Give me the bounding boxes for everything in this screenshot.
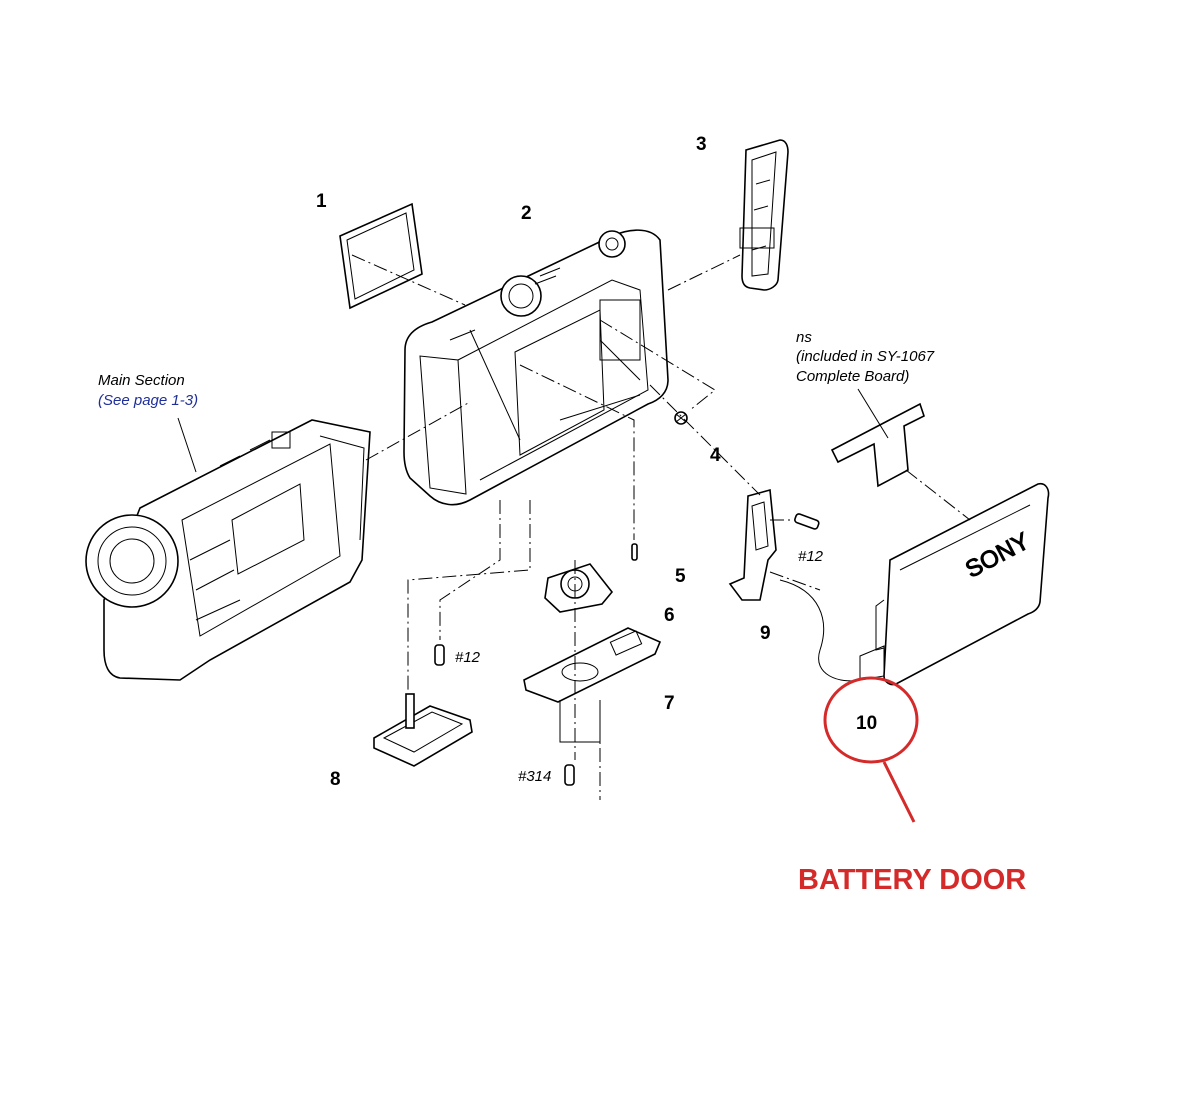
label-screw-12-left: #12 [455, 649, 481, 666]
battery-door-callout-pointer [882, 761, 916, 823]
board-shield-ns [830, 402, 925, 488]
board-note-line1: ns [796, 329, 812, 346]
main-section-ref: (See page 1-3) [98, 392, 198, 409]
label-screw-12-right: #12 [798, 548, 824, 565]
part-6-mount [544, 563, 614, 613]
part-8-lower-block [373, 693, 473, 767]
label-screw-314: #314 [518, 768, 551, 785]
part-10-battery-door [859, 482, 1050, 686]
label-part-10: 10 [856, 713, 877, 734]
screw-12-right [794, 513, 820, 530]
screw-314 [564, 764, 575, 786]
main-section-camera [85, 419, 371, 681]
label-part-6: 6 [664, 605, 675, 626]
main-section-title: Main Section [98, 372, 185, 389]
part-5-pin [631, 543, 638, 561]
label-part-9: 9 [760, 623, 771, 644]
label-part-4: 4 [710, 445, 721, 466]
part-7-base-plate [523, 627, 662, 743]
label-part-7: 7 [664, 693, 675, 714]
battery-door-callout-circle [823, 676, 919, 764]
part-9-hinge-bracket [728, 488, 777, 601]
label-part-2: 2 [521, 203, 532, 224]
part-2-housing [403, 229, 669, 506]
battery-door-callout-text: BATTERY DOOR [798, 864, 1026, 896]
label-part-5: 5 [675, 566, 686, 587]
board-note-line3: Complete Board) [796, 368, 909, 385]
screw-12-left [434, 644, 445, 666]
label-part-8: 8 [330, 769, 341, 790]
part-1-window-frame [339, 202, 423, 310]
part-4-screw [674, 411, 688, 425]
part-3-side-cover [739, 139, 789, 291]
label-part-3: 3 [696, 134, 707, 155]
board-note-line2: (included in SY-1067 [796, 348, 935, 365]
label-part-1: 1 [316, 191, 327, 212]
